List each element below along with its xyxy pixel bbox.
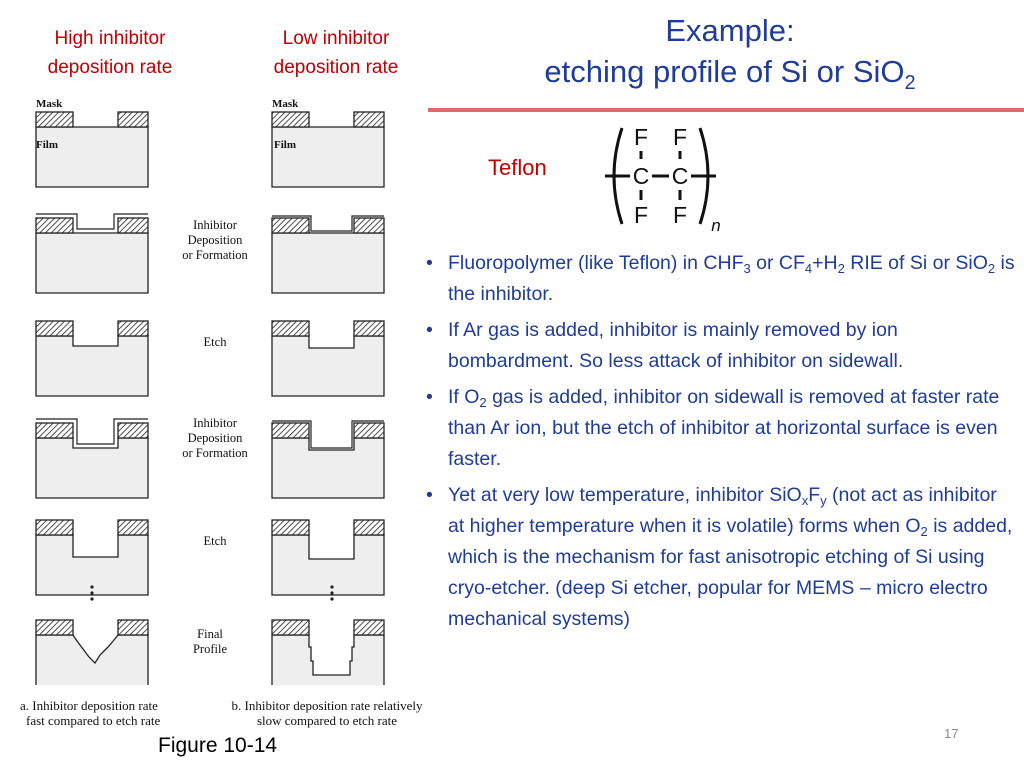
step-label-5-line1: Final <box>197 627 223 641</box>
mask-label-left: Mask <box>36 98 63 110</box>
film-label-left: Film <box>36 139 58 151</box>
step-label-1-line2: Deposition <box>187 233 243 247</box>
page-number: 17 <box>944 726 959 741</box>
step-label-5-line2: Profile <box>192 642 228 656</box>
right-step-4 <box>271 420 385 499</box>
caption-a-line1: a. Inhibitor deposition rate <box>20 698 158 713</box>
teflon-label: Teflon <box>488 155 547 180</box>
teflon-c-right: C <box>672 163 689 189</box>
step-label-1-line1: Inhibitor <box>193 218 237 232</box>
caption-b-line2: slow compared to etch rate <box>256 713 398 728</box>
bullet-item-3: •If O2 gas is added, inhibitor on sidewa… <box>426 382 1016 475</box>
bullet-dot: • <box>426 319 433 341</box>
right-step-1 <box>271 111 385 188</box>
bullet-dot: • <box>426 252 433 274</box>
header-low-inhibitor: Low inhibitor deposition rate <box>241 24 431 82</box>
profiles-low-rate <box>271 111 385 685</box>
slide-title: Example: etching profile of Si or SiO2 <box>430 10 1024 94</box>
bullet-item-2: •If Ar gas is added, inhibitor is mainly… <box>426 315 1016 377</box>
step-label-3: Inhibitor Deposition or Formation <box>160 416 270 461</box>
etch-profile-figure <box>35 111 385 685</box>
title-line2: etching profile of Si or SiO2 <box>430 51 1024 94</box>
step-label-2: Etch <box>160 335 270 350</box>
step-label-2-line1: Etch <box>203 335 227 349</box>
figure-caption: Figure 10-14 <box>158 734 278 757</box>
teflon-structure: F F C C F F n <box>605 124 721 235</box>
caption-b-line1: b. Inhibitor deposition rate relatively <box>231 698 423 713</box>
right-final <box>271 619 385 685</box>
left-step-2 <box>35 213 149 294</box>
header-high-line2: deposition rate <box>47 57 173 78</box>
title-line1: Example: <box>665 13 795 48</box>
step-label-4-line1: Etch <box>203 534 227 548</box>
left-step-5 <box>35 519 149 596</box>
left-step-1 <box>35 111 149 188</box>
step-label-5: Final Profile <box>160 627 260 657</box>
teflon-n: n <box>711 216 720 235</box>
bullet-item-1: •Fluoropolymer (like Teflon) in CHF3 or … <box>426 248 1016 310</box>
bullet-item-4: •Yet at very low temperature, inhibitor … <box>426 480 1016 635</box>
step-label-3-line3: or Formation <box>182 446 248 460</box>
bullet-dot: • <box>426 386 433 408</box>
right-step-3 <box>271 320 385 397</box>
caption-b: b. Inhibitor deposition rate relatively … <box>222 698 432 728</box>
bullet-dot: • <box>426 484 433 506</box>
left-step-4 <box>35 418 149 499</box>
teflon-f-bottom-left: F <box>634 202 648 228</box>
caption-a: a. Inhibitor deposition rate fast compar… <box>20 698 220 728</box>
title-divider <box>428 108 1024 112</box>
step-label-1: Inhibitor Deposition or Formation <box>160 218 270 263</box>
header-high-line1: High inhibitor <box>54 28 166 49</box>
caption-a-line2: fast compared to etch rate <box>26 713 161 728</box>
left-final <box>35 619 149 685</box>
header-low-line1: Low inhibitor <box>282 28 390 49</box>
teflon-f-bottom-right: F <box>673 202 687 228</box>
right-step-5 <box>271 519 385 596</box>
film-label-right: Film <box>274 139 296 151</box>
teflon-f-top-right: F <box>673 124 687 150</box>
right-step-2 <box>271 215 385 294</box>
title-line2-text: etching profile of Si or SiO <box>544 54 905 89</box>
title-line2-sub: 2 <box>904 72 916 94</box>
step-label-3-line2: Deposition <box>187 431 243 445</box>
step-label-1-line3: or Formation <box>182 248 248 262</box>
teflon-c-left: C <box>633 163 650 189</box>
bullet-list: •Fluoropolymer (like Teflon) in CHF3 or … <box>426 248 1016 640</box>
mask-label-right: Mask <box>272 98 299 110</box>
header-low-line2: deposition rate <box>273 57 399 78</box>
step-label-3-line1: Inhibitor <box>193 416 237 430</box>
step-label-4: Etch <box>160 534 270 549</box>
header-high-inhibitor: High inhibitor deposition rate <box>15 24 205 82</box>
left-step-3 <box>35 320 149 397</box>
profiles-high-rate <box>35 111 149 685</box>
teflon-f-top-left: F <box>634 124 648 150</box>
